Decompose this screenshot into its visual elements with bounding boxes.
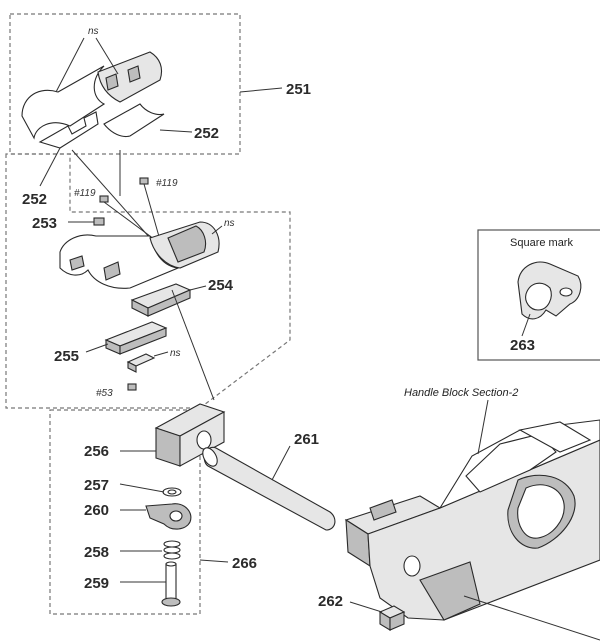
label-53: #53: [96, 388, 113, 399]
callout-255: 255: [54, 348, 79, 365]
part-262: [349, 601, 406, 631]
part-254: [130, 283, 207, 317]
part-258-spring: [120, 540, 181, 560]
caption-square-mark: Square mark: [510, 237, 573, 249]
screw-119-right: [139, 177, 161, 241]
callout-258: 258: [84, 544, 109, 561]
callout-257: 257: [84, 477, 109, 494]
upper-assembly-box: [5, 153, 291, 409]
guide-line-1: [71, 149, 151, 239]
leader-ns-3: [211, 225, 223, 235]
callout-263: 263: [510, 337, 535, 354]
group-251-box: [9, 13, 241, 155]
guide-line-3: [171, 289, 215, 401]
callout-261: 261: [294, 431, 319, 448]
label-ns-mid: ns: [224, 218, 235, 229]
part-253-screw: [68, 217, 105, 226]
part-255: [85, 321, 168, 355]
leader-252-upper: [159, 129, 193, 133]
screw-119-left: [99, 195, 159, 243]
leader-251: [239, 87, 283, 93]
part-256-block: [120, 403, 226, 467]
callout-251: 251: [286, 81, 311, 98]
label-ns-top: ns: [88, 26, 99, 37]
caption-handle-block: Handle Block Section-2: [404, 387, 518, 399]
label-119-right: #119: [156, 178, 178, 189]
callout-256: 256: [84, 443, 109, 460]
clamp-upper-half: [21, 51, 163, 140]
callout-252-lower: 252: [22, 191, 47, 208]
callout-266: 266: [232, 555, 257, 572]
handle-block-section-2: [344, 399, 600, 641]
part-261-rod: [202, 445, 336, 531]
screw-53: [127, 383, 137, 391]
callout-254: 254: [208, 277, 234, 294]
callout-259: 259: [84, 575, 109, 592]
part-257-washer: [119, 483, 182, 497]
part-259-pin: [120, 561, 181, 607]
label-ns-low: ns: [170, 348, 181, 359]
callout-262: 262: [318, 593, 343, 610]
small-bracket-ns: [126, 351, 169, 373]
leader-252-lower: [39, 147, 61, 187]
callout-260: 260: [84, 502, 109, 519]
callout-252-upper: 252: [194, 125, 219, 142]
callout-253: 253: [32, 215, 57, 232]
square-mark-box: [477, 229, 600, 361]
part-263-clip: [517, 261, 582, 337]
label-119-left: #119: [74, 188, 96, 199]
leader-ns-1: [55, 37, 85, 93]
part-252-upper: [103, 103, 165, 138]
part-260-lever: [120, 503, 192, 530]
group-266-box: [49, 409, 201, 615]
clamp-lower-half: [59, 221, 220, 289]
part-252-lower: [38, 111, 99, 149]
leader-ns-2: [95, 37, 119, 75]
leader-266: [199, 559, 229, 563]
